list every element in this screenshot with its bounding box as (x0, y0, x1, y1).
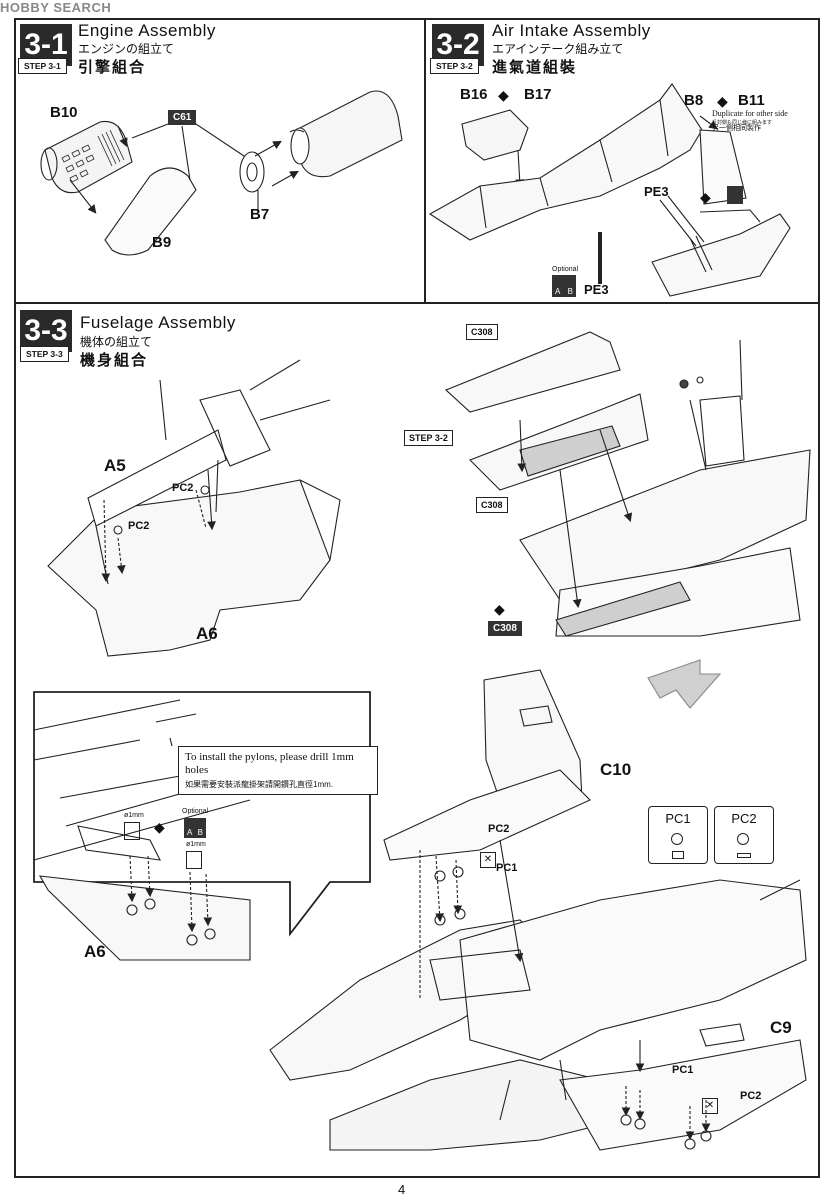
legend-pc2-label: PC2 (731, 811, 757, 826)
step-tag-3-1: STEP 3-1 (18, 58, 67, 74)
bend-icon (727, 186, 743, 204)
duplicate-icon: ◆ (717, 93, 728, 109)
step-3-1-title-jp: エンジンの組立て (78, 42, 175, 56)
duplicate-icon: ◆ (700, 189, 711, 205)
legend-pc1-label: PC1 (665, 811, 691, 826)
part-label-pc2-b: PC2 (128, 520, 150, 532)
pylon-drill-callout: To install the pylons, please drill 1mm … (178, 746, 378, 795)
part-label-a6-bottom: A6 (84, 942, 106, 961)
drill-size-1: ø1mm (124, 812, 144, 819)
duplicate-icon: ◆ (498, 87, 509, 103)
step-number-3-3: 3-3 (20, 310, 72, 352)
drill-size-2: ø1mm (186, 841, 206, 848)
part-label-b9: B9 (152, 234, 172, 251)
part-label-c9: C9 (770, 1018, 792, 1037)
part-label-pe3-top: PE3 (644, 184, 669, 199)
watermark-logo: HOBBY SEARCH (0, 0, 111, 15)
part-label-c10: C10 (600, 760, 632, 779)
pc2-side-icon (737, 853, 751, 858)
step-3-2-title-jp: エアインテーク組み立て (492, 42, 624, 56)
part-label-c61: C61 (168, 110, 197, 125)
optional-b-2: B (197, 828, 203, 837)
part-label-b17: B17 (524, 86, 552, 103)
pc1-side-icon (672, 851, 684, 859)
step-3-3-panel (14, 302, 820, 1178)
optional-a: A (555, 287, 561, 296)
part-label-c308-top: C308 (466, 324, 498, 340)
step-3-2-title-cn: 進氣道組裝 (492, 59, 578, 76)
part-label-pc2-a: PC2 (172, 482, 194, 494)
part-label-a6-top: A6 (196, 624, 218, 643)
duplicate-note-en: Duplicate for other side (712, 109, 788, 118)
legend-pc2: PC2 (714, 806, 774, 864)
step-tag-3-3: STEP 3-3 (20, 346, 69, 362)
drill-icon (124, 822, 140, 840)
part-label-a5: A5 (104, 456, 126, 475)
duplicate-note-jp: 反対側も同じ様に組みます (712, 120, 773, 126)
part-label-c308-mid: C308 (476, 497, 508, 513)
step-3-2-reference: STEP 3-2 (404, 430, 453, 446)
callout-text-en: To install the pylons, please drill 1mm … (185, 751, 354, 776)
part-label-pe3-bottom: PE3 (584, 282, 609, 297)
duplicate-icon: ◆ (494, 601, 505, 617)
step-3-1-title-cn: 引擎組合 (78, 59, 147, 76)
page-number: 4 (398, 1182, 406, 1197)
drill-icon (186, 851, 202, 869)
step-3-3-title-cn: 機身組合 (80, 352, 149, 369)
part-label-c308-bottom: C308 (488, 621, 522, 636)
step-tag-3-2: STEP 3-2 (430, 58, 479, 74)
part-label-b16: B16 (460, 86, 488, 103)
optional-b: B (567, 287, 573, 296)
legend-pc1: PC1 (648, 806, 708, 864)
part-label-b7: B7 (250, 206, 270, 223)
step-3-3-title-en: Fuselage Assembly (80, 313, 236, 332)
no-glue-icon: ✕ (480, 852, 496, 868)
part-label-pc2-c: PC2 (488, 823, 510, 835)
part-label-b11: B11 (738, 92, 765, 109)
part-label-b10: B10 (50, 104, 78, 121)
step-3-1-title-en: Engine Assembly (78, 21, 216, 40)
optional-label-2: Optional (182, 808, 209, 815)
part-label-b8: B8 (684, 92, 704, 109)
duplicate-icon: ◆ (154, 819, 165, 835)
pc2-ring-icon (737, 833, 749, 845)
part-label-pc1-a: PC1 (496, 862, 518, 874)
optional-icon: A B (552, 275, 576, 297)
optional-a-2: A (187, 828, 193, 837)
part-label-pc2-d: PC2 (740, 1090, 762, 1102)
part-label-pc1-b: PC1 (672, 1064, 694, 1076)
no-glue-icon: ✕ (702, 1098, 718, 1114)
optional-icon-2: A B (184, 818, 206, 838)
optional-label: Optional (552, 266, 579, 273)
duplicate-note-cn: 另一側相同製作 (712, 125, 761, 132)
watermark-text: HOBBY SEARCH (0, 0, 112, 15)
callout-text-cn: 如果需要安裝派龍掛架請開鑽孔直徑1mm. (185, 780, 333, 789)
pc1-ring-icon (671, 833, 683, 845)
step-3-2-title-en: Air Intake Assembly (492, 21, 651, 40)
step-3-3-title-jp: 機体の組立て (80, 335, 153, 349)
